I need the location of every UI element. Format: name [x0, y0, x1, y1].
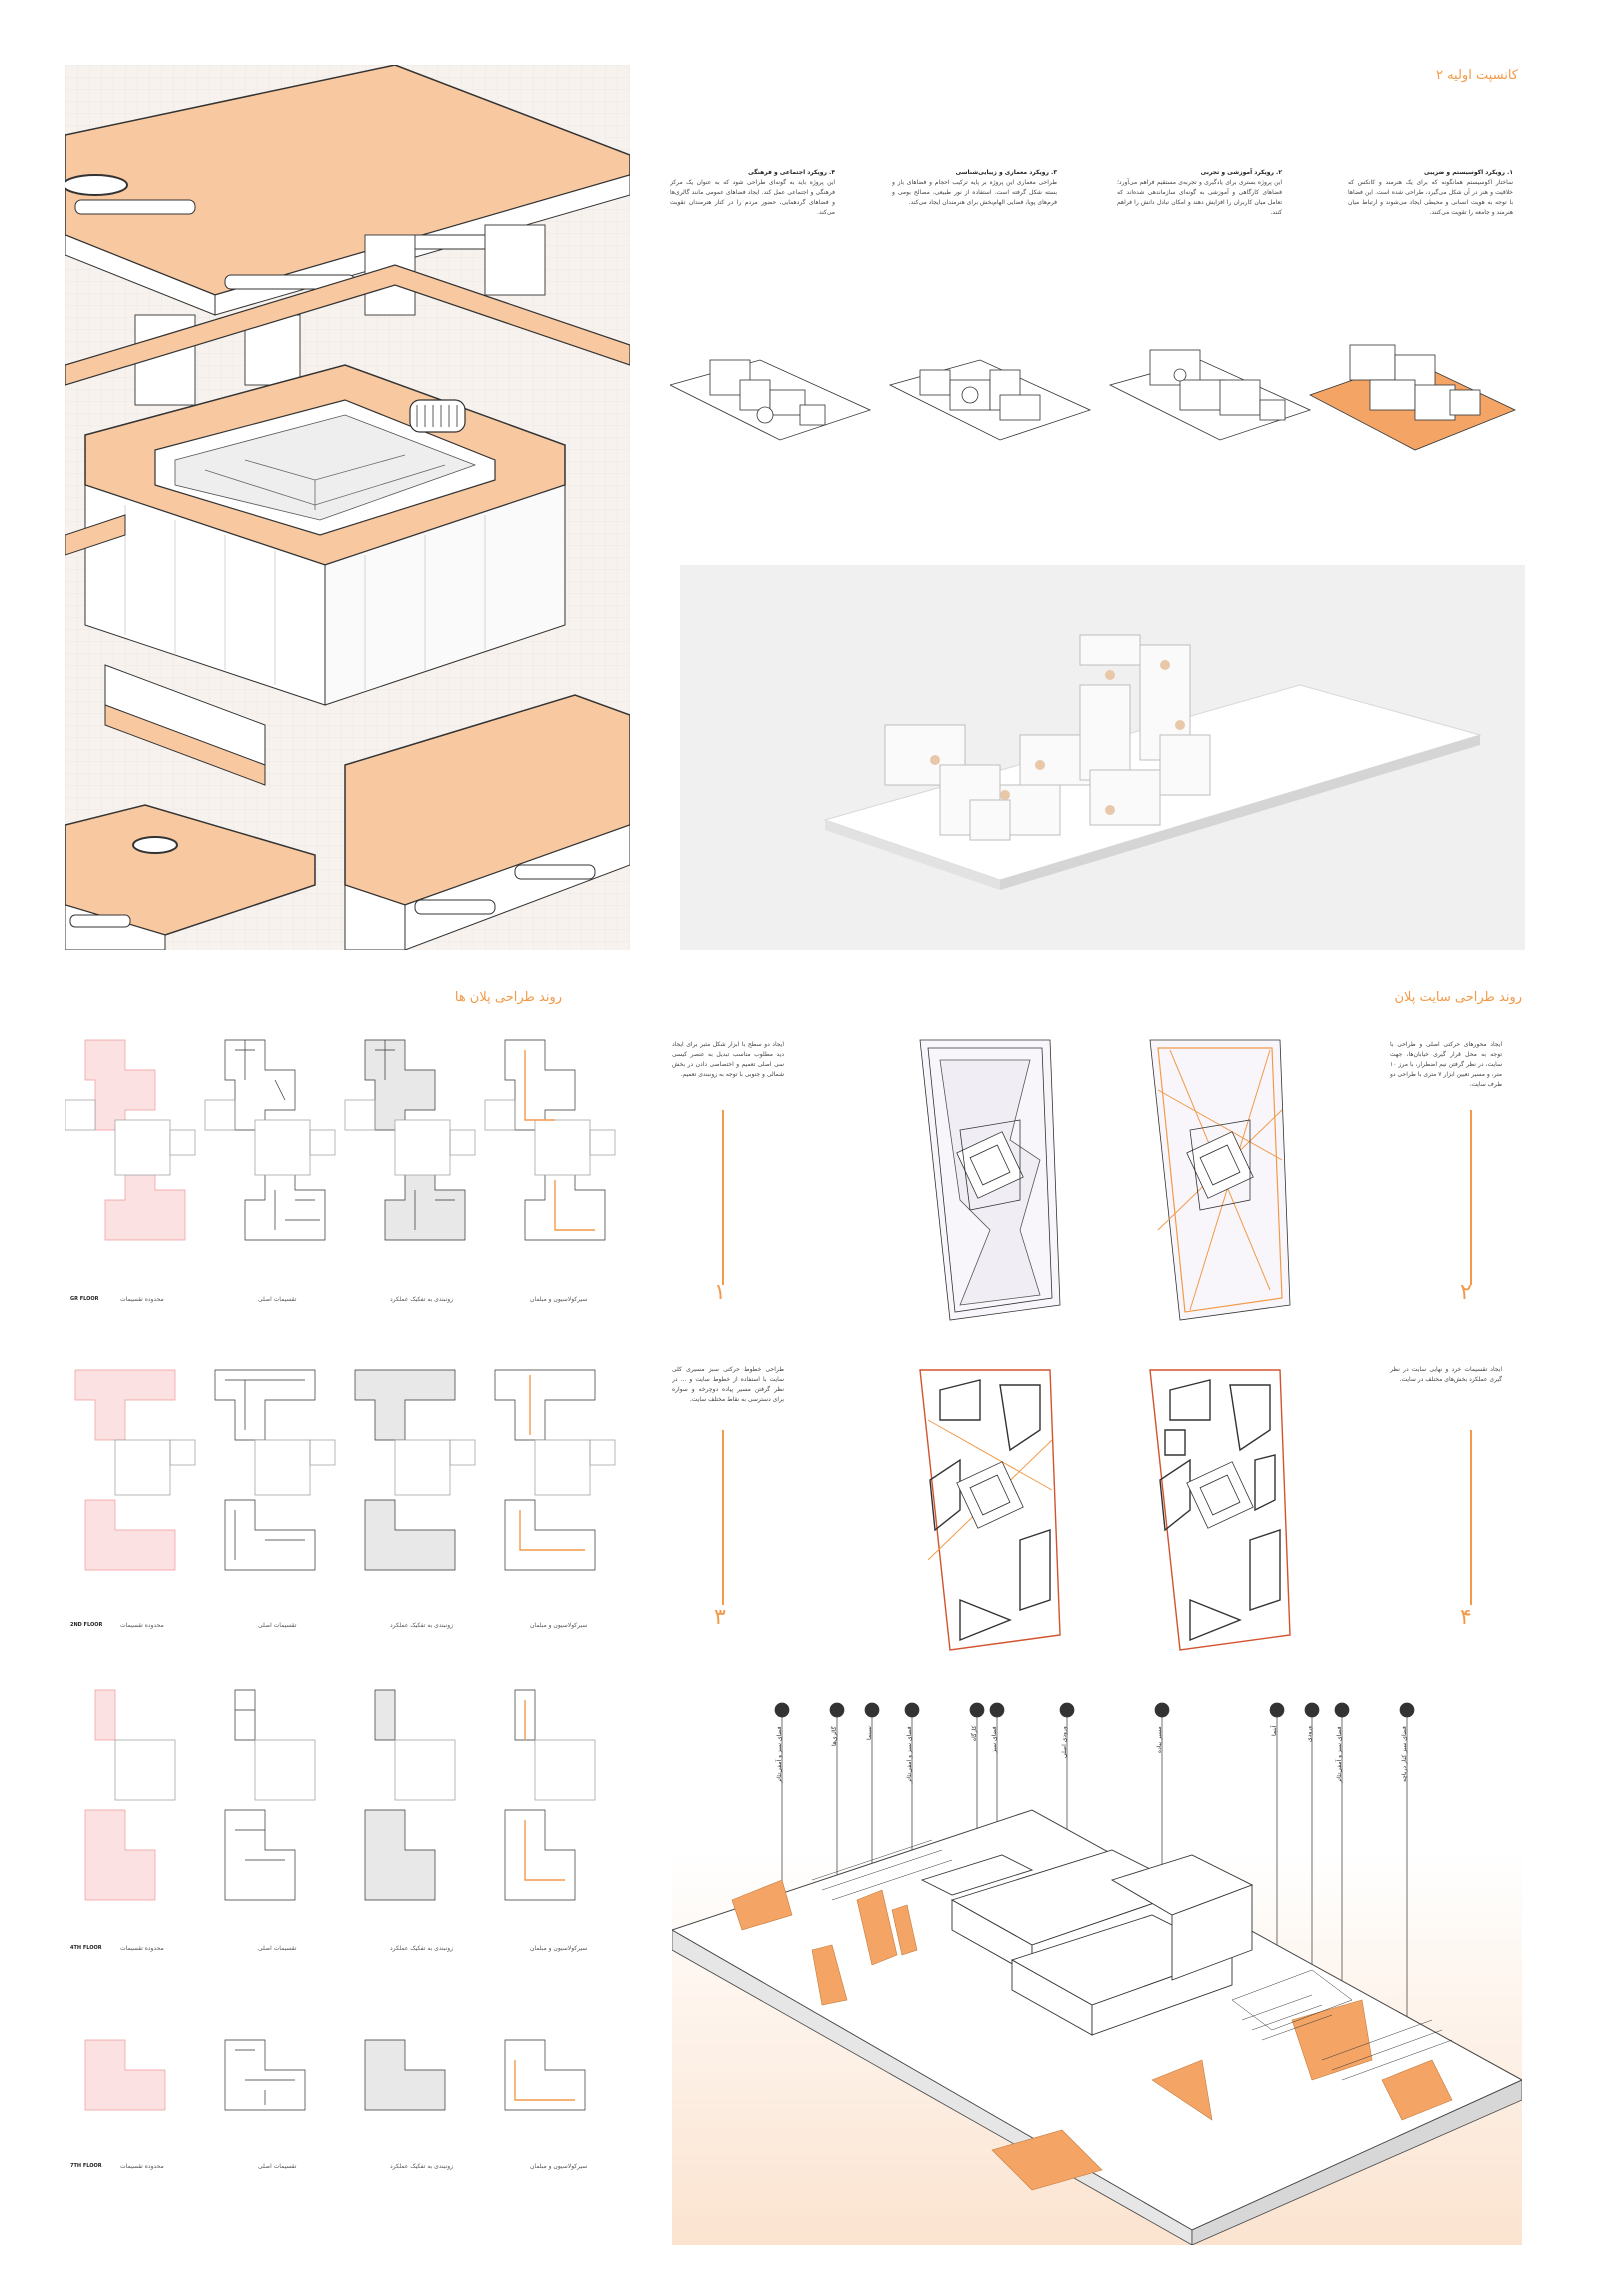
plan-caption: زونبندی به تفکیک عملکرد: [390, 1296, 454, 1303]
floor-label-gr: GR FLOOR: [70, 1296, 99, 1302]
plan-cell: [84, 2039, 166, 2111]
plan-caption: سیرکولاسیون و مبلمان: [530, 1622, 588, 1629]
concept-paragraph-title: ۳. رویکرد معماری و زیبایی‌شناسی: [955, 169, 1057, 176]
concept-paragraph-title: ۱. رویکرد اکوسیستم و ضریبی: [1424, 169, 1513, 176]
plan-caption: زونبندی به تفکیک عملکرد: [390, 1622, 454, 1629]
massing-diagram-4: [1308, 344, 1516, 451]
plan-cell: [344, 1039, 476, 1241]
plan-cell: [224, 2039, 306, 2111]
callout-label: ورودی اصلی: [1061, 1726, 1068, 1758]
site-step-4-number: ۴: [1460, 1605, 1472, 1630]
concept-paragraph-title: ۴. رویکرد اجتماعی و فرهنگی: [748, 169, 835, 176]
plan-cell: [364, 1689, 456, 1901]
callout-label: فضای سبز و آمفی‌تئاتر: [1336, 1726, 1343, 1783]
concept-paragraph-body: ساختار اکوسیستم همانگونه که برای یک هنرم…: [1348, 179, 1513, 216]
plans-row-2nd: [74, 1369, 616, 1571]
callout-label: آبنما: [1271, 1726, 1278, 1737]
isometric-drawing: [65, 65, 630, 950]
concept-paragraph-4: ۴. رویکرد اجتماعی و فرهنگی این پروژه بای…: [670, 168, 835, 263]
plan-cell: [504, 2039, 586, 2111]
callout-label: فضای سبز و آمفی‌تئاتر: [776, 1726, 783, 1783]
floor-plans-grid: [65, 1039, 616, 2111]
massing-model-drawing: [823, 634, 1482, 890]
site-step-2-bar: [1470, 1110, 1472, 1285]
site-plan-3: [919, 1369, 1061, 1651]
plan-caption: تقسیمات اصلی: [258, 1945, 297, 1952]
plans-row-7th: [84, 2039, 586, 2111]
plan-cell: [364, 2039, 446, 2111]
plan-caption: محدوده تقسیمات: [120, 1296, 164, 1303]
concept-paragraph-2: ۲. رویکرد آموزشی و تجربی این پروژه بستری…: [1117, 168, 1282, 263]
site-heading: روند طراحی سایت پلان: [1394, 990, 1522, 1005]
concept-paragraph-body: طراحی معماری این پروژه بر پایه ترکیب احج…: [892, 179, 1057, 206]
callout-label: ورودی: [1306, 1726, 1313, 1743]
plans-heading: روند طراحی پلان ها: [454, 990, 562, 1005]
plan-cell: [84, 1689, 176, 1901]
site-step-1-bar: [722, 1110, 724, 1285]
site-step-3-bar: [722, 1430, 724, 1605]
plan-caption: زونبندی به تفکیک عملکرد: [390, 1945, 454, 1952]
site-step-1-text: ایجاد دو سطح با ابزار شکل مثبر برای ایجا…: [672, 1041, 784, 1078]
callout-label: گالری‌ها: [831, 1726, 838, 1746]
site-plan-2: [1149, 1039, 1291, 1321]
site-axonometric-drawing: [672, 1702, 1522, 2245]
plan-caption: محدوده تقسیمات: [120, 1622, 164, 1629]
massing-diagram-3: [1108, 349, 1312, 441]
massing-diagram-1: [670, 359, 872, 441]
site-step-3-text: طراحی خطوط حرکتی سبز مسیری کلی سایت با ا…: [672, 1366, 784, 1403]
plan-cell: [354, 1369, 476, 1571]
callout-label: سینما: [866, 1726, 873, 1740]
plan-caption: محدوده تقسیمات: [120, 2163, 164, 2170]
plan-caption: محدوده تقسیمات: [120, 1945, 164, 1952]
massing-model-render: [680, 565, 1525, 950]
callout-label: فضای سبز کنار دریاچه: [1401, 1726, 1408, 1782]
callout-label: مسیر پیاده: [1156, 1726, 1163, 1753]
concept-paragraph-title: ۲. رویکرد آموزشی و تجربی: [1200, 169, 1282, 176]
callout-label: کارگاه: [971, 1726, 978, 1742]
site-axonometric: [672, 1700, 1522, 2245]
floor-label-2nd: 2ND FLOOR: [70, 1622, 103, 1628]
site-step-4-text: ایجاد تقسیمات خرد و نهایی سایت در نظر گی…: [1390, 1366, 1502, 1383]
plan-cell: [224, 1689, 316, 1901]
plan-caption: سیرکولاسیون و مبلمان: [530, 1296, 588, 1303]
site-step-1-number: ۱: [714, 1280, 726, 1305]
site-plan-diagrams: [919, 1039, 1291, 1651]
plan-cell: [65, 1039, 196, 1241]
floor-label-4th: 4TH FLOOR: [70, 1945, 102, 1951]
plan-cell: [74, 1369, 196, 1571]
site-plan-4: [1149, 1369, 1291, 1651]
concept-paragraph-body: این پروژه باید به گونه‌ای طراحی شود که ب…: [670, 179, 835, 216]
plan-caption: زونبندی به تفکیک عملکرد: [390, 2163, 454, 2170]
site-plan-1: [919, 1039, 1061, 1321]
plan-cell: [204, 1039, 336, 1241]
plan-caption: سیرکولاسیون و مبلمان: [530, 2163, 588, 2170]
plan-cell: [214, 1369, 336, 1571]
plan-caption: سیرکولاسیون و مبلمان: [530, 1945, 588, 1952]
callout-label: فضای سبز: [991, 1726, 998, 1753]
concept-heading: کانسپت اولیه ۲: [1435, 68, 1518, 83]
plan-cell: [504, 1689, 596, 1901]
plan-cell: [484, 1039, 616, 1241]
site-step-4-bar: [1470, 1430, 1472, 1605]
site-step-2-text: ایجاد محورهای حرکتی اصلی و طراحی با توجه…: [1390, 1041, 1502, 1088]
plans-row-gr: [65, 1039, 616, 1241]
concept-paragraph-1: ۱. رویکرد اکوسیستم و ضریبی ساختار اکوسیس…: [1348, 168, 1513, 263]
plan-cell: [494, 1369, 616, 1571]
plan-caption: تقسیمات اصلی: [258, 1296, 297, 1303]
plans-row-4th: [84, 1689, 596, 1901]
plan-caption: تقسیمات اصلی: [258, 1622, 297, 1629]
callout-label: فضای سبز و امفی‌تئاتر: [906, 1726, 913, 1783]
massing-diagram-2: [888, 359, 1092, 441]
plan-caption: تقسیمات اصلی: [258, 2163, 297, 2170]
concept-massing-diagrams: [670, 344, 1516, 451]
site-step-3-number: ۳: [714, 1605, 726, 1630]
isometric-axonometric-render: [65, 65, 630, 950]
concept-paragraph-body: این پروژه بستری برای یادگیری و تجربه‌ی م…: [1117, 179, 1282, 216]
site-step-2-number: ۲: [1460, 1280, 1472, 1305]
floor-label-7th: 7TH FLOOR: [70, 2163, 102, 2169]
concept-paragraph-3: ۳. رویکرد معماری و زیبایی‌شناسی طراحی مع…: [892, 168, 1057, 263]
